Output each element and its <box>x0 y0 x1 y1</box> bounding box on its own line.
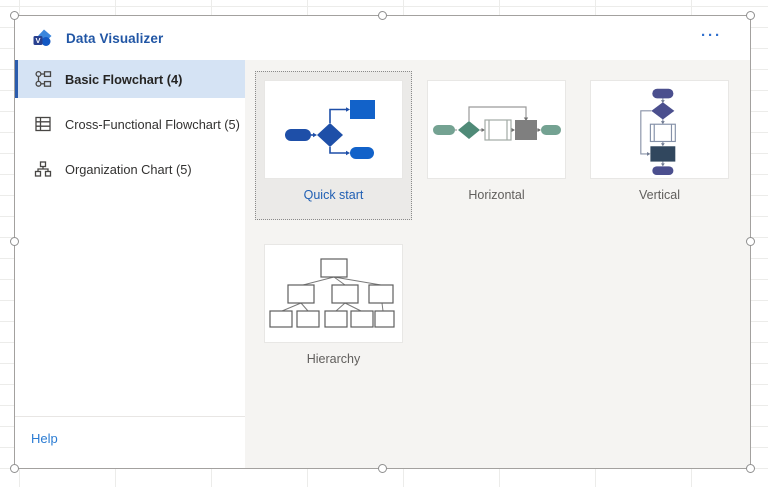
resize-handle-top-left[interactable] <box>10 11 19 20</box>
sidebar-item-label: Organization Chart (5) <box>65 161 192 177</box>
sidebar-item-organization-chart[interactable]: Organization Chart (5) <box>15 150 245 188</box>
horizontal-thumbnail <box>428 81 565 178</box>
overflow-menu-icon[interactable]: ··· <box>701 27 722 44</box>
sidebar-item-basic-flowchart[interactable]: Basic Flowchart (4) <box>15 60 245 98</box>
template-card-vertical[interactable]: Vertical <box>581 71 738 220</box>
template-card-label: Quick start <box>303 188 364 202</box>
help-link[interactable]: Help <box>31 431 58 446</box>
sidebar-footer: Help <box>15 416 245 468</box>
template-card-hierarchy[interactable]: Hierarchy <box>255 235 412 384</box>
org-chart-icon <box>34 161 52 177</box>
template-card-horizontal[interactable]: Horizontal <box>418 71 575 220</box>
template-card-label: Vertical <box>639 188 680 202</box>
template-card-quick-start[interactable]: Quick start <box>255 71 412 220</box>
quick-start-thumbnail <box>265 81 402 178</box>
svg-text:V: V <box>35 36 40 45</box>
template-card-label: Horizontal <box>468 188 525 202</box>
resize-handle-bottom-right[interactable] <box>746 464 755 473</box>
resize-handle-bottom-middle[interactable] <box>377 464 387 473</box>
hierarchy-thumbnail <box>265 245 402 342</box>
sidebar-item-label: Cross-Functional Flowchart (5) <box>65 116 240 132</box>
resize-handle-top-middle[interactable] <box>377 11 387 20</box>
category-sidebar: Basic Flowchart (4) Cross-Functional Flo… <box>15 60 245 468</box>
resize-handle-top-right[interactable] <box>746 11 755 20</box>
vertical-thumbnail <box>591 81 728 178</box>
sidebar-item-cross-functional-flowchart[interactable]: Cross-Functional Flowchart (5) <box>15 105 245 143</box>
data-visualizer-addin-window: V Data Visualizer ··· Basic Flo <box>10 11 755 473</box>
sidebar-item-label: Basic Flowchart (4) <box>65 71 183 87</box>
template-card-label: Hierarchy <box>306 352 361 366</box>
cross-functional-grid-icon <box>35 116 51 132</box>
addin-header: V Data Visualizer ··· <box>15 16 750 60</box>
flowchart-icon <box>35 70 52 87</box>
resize-handle-bottom-left[interactable] <box>10 464 19 473</box>
resize-handle-middle-left[interactable] <box>10 237 19 246</box>
resize-handle-middle-right[interactable] <box>746 237 755 246</box>
visio-logo-icon: V <box>33 29 52 46</box>
page-title: Data Visualizer <box>66 30 164 46</box>
template-gallery: Quick start <box>245 60 750 468</box>
